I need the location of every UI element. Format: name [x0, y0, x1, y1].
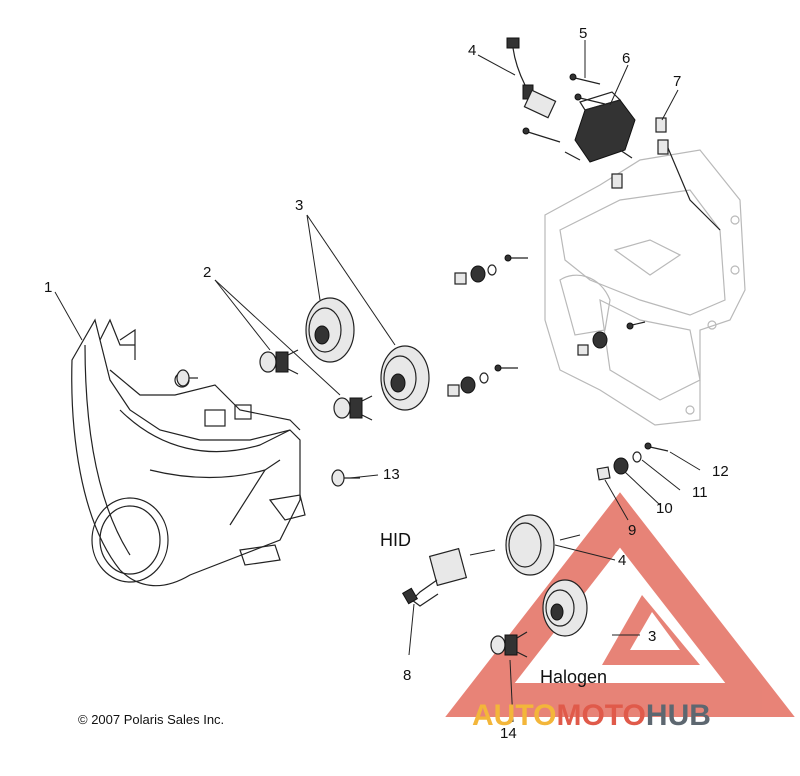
halogen-bulb-icon: [490, 631, 528, 658]
leader-lines: [54, 40, 701, 723]
frame-bracket-icon: [544, 149, 746, 426]
callout-6: 6: [622, 50, 630, 67]
bulb-icon: [259, 349, 373, 421]
wire-harness-icon: [469, 37, 581, 576]
ballast-icon: [564, 91, 636, 163]
callout-4-lower: 4: [618, 552, 626, 569]
spacer-icon: [611, 117, 721, 231]
watermark-brand: AUTOMOTOHUB: [472, 699, 711, 732]
grommet-icon: [460, 265, 629, 475]
callout-11: 11: [692, 484, 708, 501]
callout-5: 5: [579, 25, 587, 42]
callout-12: 12: [712, 463, 729, 480]
callout-3-upper: 3: [295, 197, 303, 214]
watermark-moto: MOTO: [556, 699, 645, 732]
callout-4-upper: 4: [468, 42, 476, 59]
nut-icon: [447, 272, 611, 481]
headlight-assembly-icon: [71, 318, 306, 587]
callout-10: 10: [656, 500, 673, 517]
copyright-text: © 2007 Polaris Sales Inc.: [78, 712, 224, 727]
screw-icon: [176, 73, 669, 487]
callout-14: 14: [500, 725, 517, 742]
section-label-hid: HID: [380, 530, 411, 550]
callout-2: 2: [203, 264, 211, 281]
watermark-hub: HUB: [646, 699, 711, 732]
section-label-halogen: Halogen: [540, 667, 607, 687]
callout-8: 8: [403, 667, 411, 684]
callout-9: 9: [628, 522, 636, 539]
hid-bulb-icon: [401, 547, 468, 607]
watermark-auto: AUTO: [472, 699, 556, 732]
callout-3-lower: 3: [648, 628, 656, 645]
callout-1: 1: [44, 279, 52, 296]
callout-13: 13: [383, 466, 400, 483]
washer-icon: [479, 264, 642, 463]
bulb-seal-icon: [305, 297, 588, 637]
callout-7: 7: [673, 73, 681, 90]
